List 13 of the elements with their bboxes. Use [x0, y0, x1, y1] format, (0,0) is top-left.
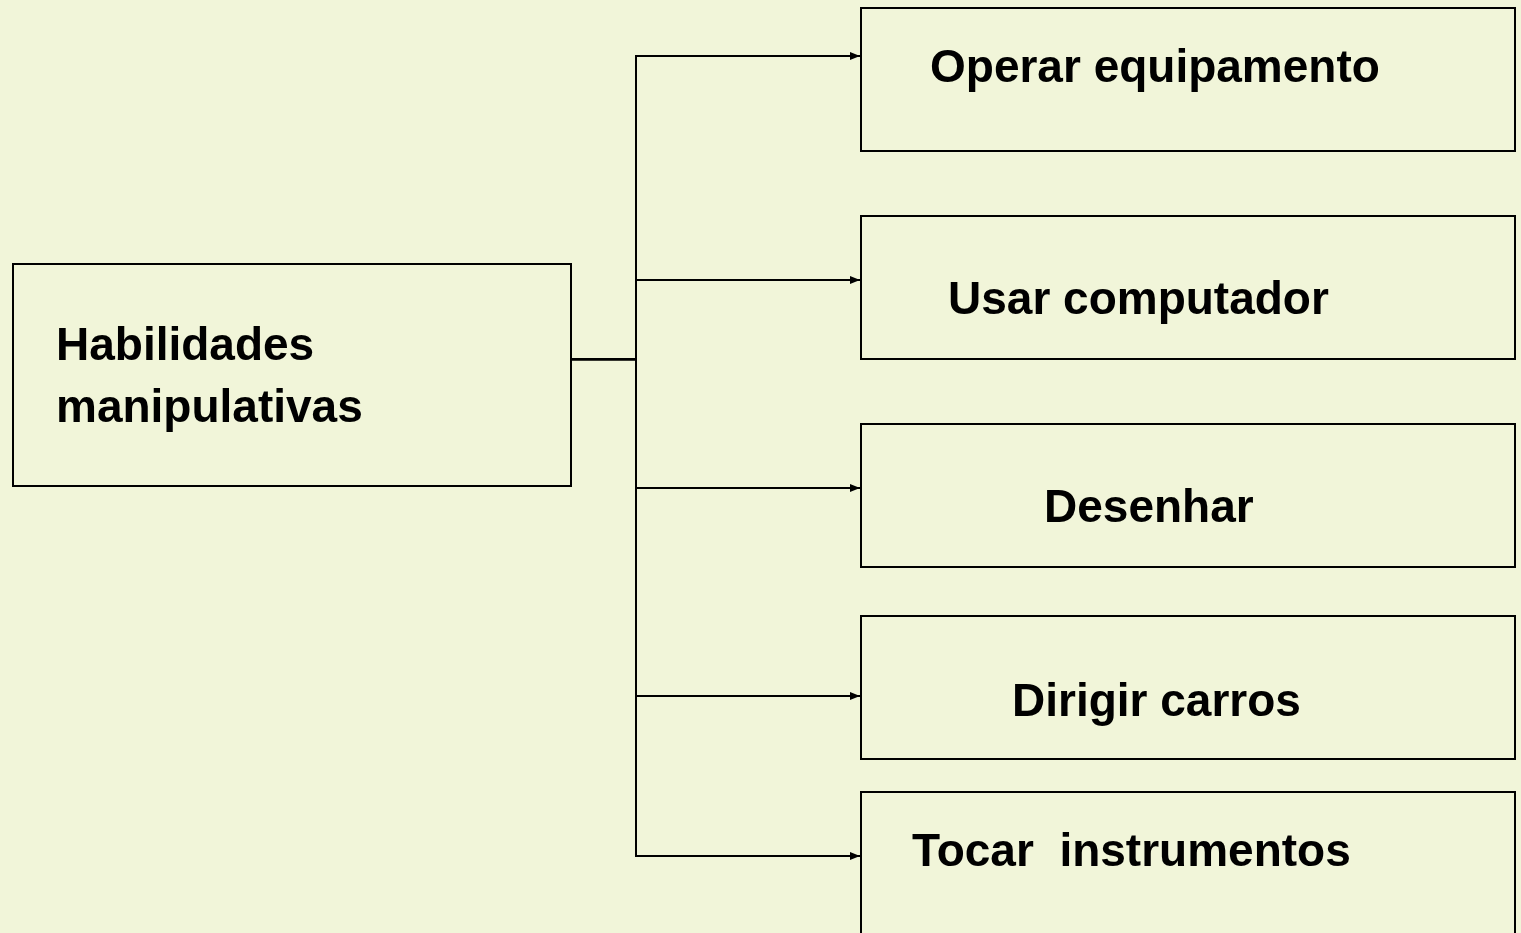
process-box	[860, 215, 1516, 360]
process-box	[12, 263, 572, 487]
process-box	[860, 423, 1516, 568]
arrow	[571, 358, 861, 860]
box-label: Tocar instrumentos	[912, 823, 1352, 878]
box-label: Dirigir carros	[1012, 673, 1302, 728]
box-label: Desenhar	[1044, 479, 1255, 534]
box-label: Operar equipamento	[930, 39, 1381, 94]
process-box	[860, 791, 1516, 933]
process-box	[860, 7, 1516, 152]
box-label: Usar computador	[948, 271, 1330, 326]
process-box	[860, 615, 1516, 760]
box-label: Habilidades manipulativas	[56, 317, 364, 434]
